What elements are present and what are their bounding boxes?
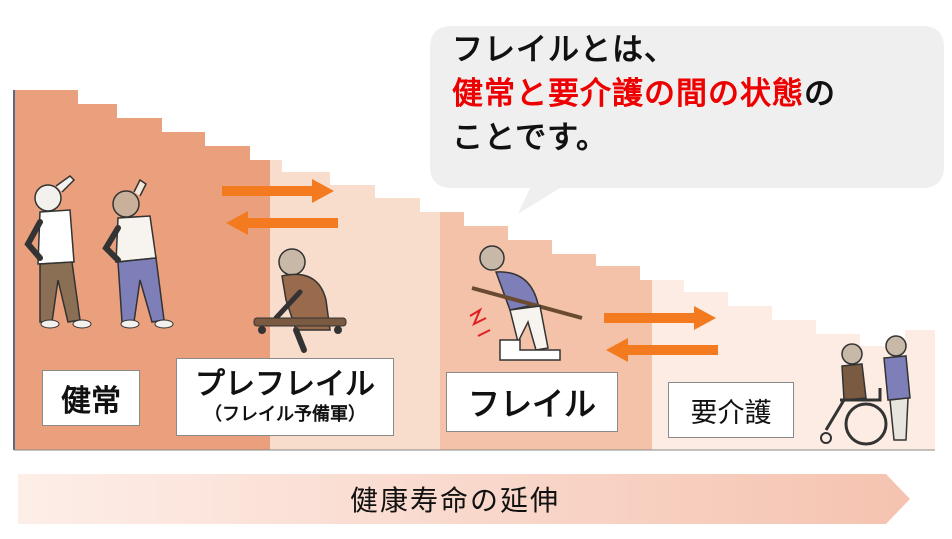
- elderly-man-climbing-stairs-icon: [469, 245, 583, 361]
- callout-line-3: ことです。: [452, 120, 608, 156]
- elderly-man-with-cane-icon: [253, 248, 347, 353]
- stage-prefrailty-label: プレフレイル: [195, 367, 375, 402]
- elderly-man-stretching-icon: [24, 175, 92, 329]
- stage-frailty-label: フレイル: [467, 385, 596, 423]
- stage-healthy-label: 健常: [61, 384, 121, 419]
- stage-healthy-box: 健常: [42, 370, 140, 426]
- callout-line-1: フレイルとは、: [452, 32, 676, 68]
- stage-prefrailty-box: プレフレイル （フレイル予備軍）: [176, 358, 394, 436]
- lifespan-banner-arrow: [18, 474, 910, 524]
- callout-bubble: [430, 26, 944, 214]
- stage-prefrailty-sublabel: （フレイル予備軍）: [204, 404, 366, 425]
- two-way-arrow-icon: [604, 306, 718, 362]
- wheelchair-with-caregiver-icon: [820, 335, 911, 446]
- callout-line-2: 健常と要介護の間の状態の: [452, 72, 836, 116]
- callout-text: フレイルとは、 健常と要介護の間の状態の ことです。: [452, 28, 836, 160]
- lifespan-banner-label: 健康寿命の延伸: [349, 484, 560, 517]
- elderly-woman-stretching-icon: [102, 178, 174, 329]
- stage-care-box: 要介護: [668, 382, 794, 438]
- stage-frailty-box: フレイル: [446, 372, 618, 432]
- callout-highlight: 健常と要介護の間の状態: [452, 76, 804, 112]
- two-way-arrow-icon: [222, 179, 338, 235]
- stage-care-label: 要介護: [690, 397, 772, 429]
- callout-line-2-rest: の: [804, 76, 836, 112]
